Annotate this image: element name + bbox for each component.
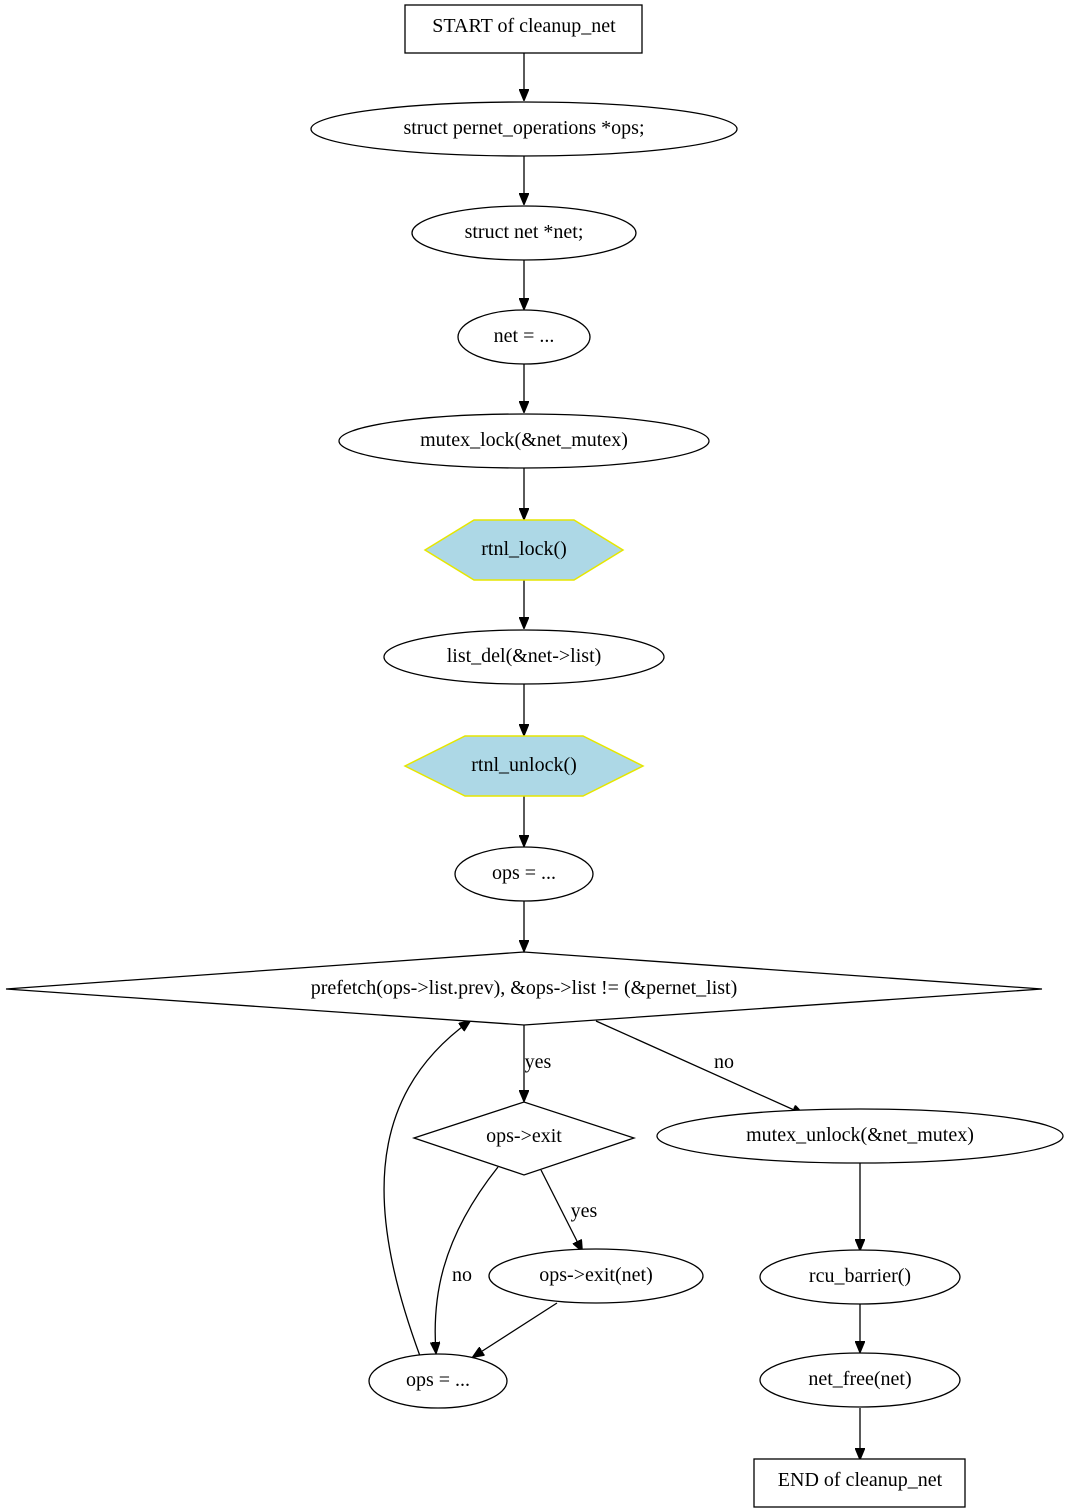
decl-net-label: struct net *net; xyxy=(465,221,584,243)
decl-ops-label: struct pernet_operations *ops; xyxy=(403,117,644,139)
end-label: END of cleanup_net xyxy=(778,1469,943,1491)
edges xyxy=(383,53,860,1459)
loop-cond-label: prefetch(ops->list.prev), &ops->list != … xyxy=(311,977,738,999)
edge-label-exit-yes: yes xyxy=(571,1200,598,1222)
start-box xyxy=(404,4,643,54)
node-decl-ops: struct pernet_operations *ops; xyxy=(310,101,738,157)
mutex-unlock-ellipse xyxy=(656,1108,1064,1164)
net-free-ellipse xyxy=(759,1352,961,1408)
node-assign-ops: ops = ... xyxy=(454,846,594,902)
edge-labels: yes no yes no xyxy=(452,1051,734,1286)
node-start: START of cleanup_net xyxy=(404,4,643,54)
decl-ops-ellipse xyxy=(310,101,738,157)
rtnl-unlock-hexagon xyxy=(403,735,645,797)
edge-loop-no xyxy=(595,1020,803,1114)
list-del-ellipse xyxy=(383,629,665,685)
node-rcu-barrier: rcu_barrier() xyxy=(759,1249,961,1305)
rtnl-lock-label: rtnl_lock() xyxy=(481,538,567,560)
node-rtnl-lock: rtnl_lock() xyxy=(423,519,625,581)
decl-net-ellipse xyxy=(411,205,637,261)
ops-exit-call-label: ops->exit(net) xyxy=(539,1264,652,1286)
edge-label-loop-no: no xyxy=(714,1051,734,1073)
rtnl-unlock-label: rtnl_unlock() xyxy=(471,754,577,776)
node-mutex-lock: mutex_lock(&net_mutex) xyxy=(338,413,710,469)
assign-ops-label: ops = ... xyxy=(492,862,556,884)
edge-loop-back xyxy=(383,1021,470,1357)
node-decl-net: struct net *net; xyxy=(411,205,637,261)
ops-next-label: ops = ... xyxy=(406,1369,470,1391)
assign-net-ellipse xyxy=(457,309,591,365)
mutex-unlock-label: mutex_unlock(&net_mutex) xyxy=(746,1124,974,1146)
edge-exit-yes xyxy=(540,1169,582,1251)
list-del-label: list_del(&net->list) xyxy=(447,645,602,667)
node-rtnl-unlock: rtnl_unlock() xyxy=(403,735,645,797)
edge-label-loop-yes: yes xyxy=(525,1051,552,1073)
end-box xyxy=(753,1458,966,1508)
node-ops-exit-call: ops->exit(net) xyxy=(488,1248,704,1304)
assign-ops-ellipse xyxy=(454,846,594,902)
ops-exit-cond-label: ops->exit xyxy=(486,1125,562,1147)
edge-exit-no xyxy=(435,1166,499,1353)
mutex-lock-label: mutex_lock(&net_mutex) xyxy=(420,429,628,451)
edge-label-exit-no: no xyxy=(452,1264,472,1286)
ops-exit-call-ellipse xyxy=(488,1248,704,1304)
rcu-barrier-ellipse xyxy=(759,1249,961,1305)
mutex-lock-ellipse xyxy=(338,413,710,469)
node-net-free: net_free(net) xyxy=(759,1352,961,1408)
net-free-label: net_free(net) xyxy=(808,1368,911,1390)
node-end: END of cleanup_net xyxy=(753,1458,966,1508)
node-ops-next: ops = ... xyxy=(368,1353,508,1409)
rcu-barrier-label: rcu_barrier() xyxy=(809,1265,911,1287)
start-label: START of cleanup_net xyxy=(432,15,616,37)
node-assign-net: net = ... xyxy=(457,309,591,365)
rtnl-lock-hexagon xyxy=(423,519,625,581)
node-mutex-unlock: mutex_unlock(&net_mutex) xyxy=(656,1108,1064,1164)
node-list-del: list_del(&net->list) xyxy=(383,629,665,685)
node-loop-cond: prefetch(ops->list.prev), &ops->list != … xyxy=(5,951,1043,1026)
ops-exit-cond-diamond xyxy=(411,1101,637,1176)
loop-cond-diamond xyxy=(5,951,1043,1026)
ops-next-ellipse xyxy=(368,1353,508,1409)
edge-exit-call-to-ops-next xyxy=(473,1302,558,1357)
assign-net-label: net = ... xyxy=(494,325,555,347)
node-ops-exit-cond: ops->exit xyxy=(411,1101,637,1176)
